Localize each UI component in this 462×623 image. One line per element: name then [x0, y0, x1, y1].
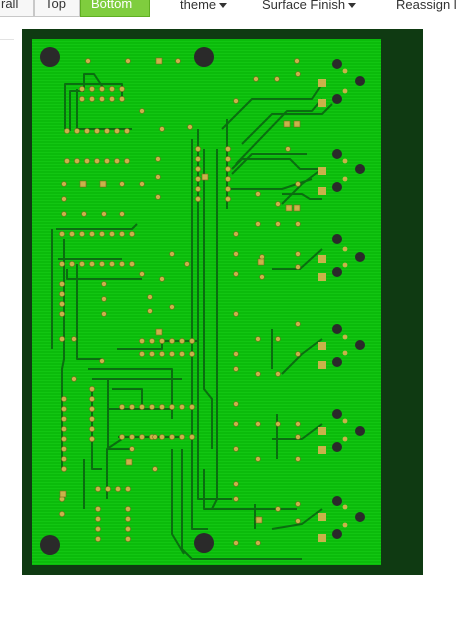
surface-finish-dropdown[interactable]: Surface Finish: [262, 0, 357, 14]
pcb-bottom-render: [22, 29, 423, 575]
mounting-hole: [40, 47, 60, 67]
pad-row: [59, 86, 195, 440]
connector: [318, 496, 365, 542]
mounting-hole: [40, 535, 60, 555]
pad-column: [59, 146, 231, 542]
connector: [318, 149, 365, 195]
divider: [0, 39, 14, 40]
surface-finish-dropdown-label: Surface Finish: [262, 0, 346, 12]
vias: [61, 58, 301, 546]
theme-dropdown-label: theme: [180, 0, 217, 12]
mounting-holes: [40, 47, 214, 555]
overall-view-button[interactable]: rall: [0, 0, 34, 17]
top-view-button[interactable]: Top: [34, 0, 80, 17]
view-toolbar: rall Top Bottom theme Surface Finish Rea…: [0, 0, 462, 18]
pcb-preview[interactable]: [22, 29, 423, 575]
connector: [318, 324, 365, 369]
chevron-down-icon: [219, 3, 228, 9]
mounting-hole: [194, 533, 214, 553]
pads-and-vias: [59, 57, 301, 546]
connector: [318, 234, 365, 281]
mounting-hole: [194, 47, 214, 67]
right-connectors: [318, 59, 365, 542]
square-pads: [59, 57, 301, 524]
bottom-view-button[interactable]: Bottom: [80, 0, 150, 17]
pcb-board: [32, 39, 381, 565]
connector: [318, 409, 365, 454]
connector: [318, 59, 365, 107]
reassign-button[interactable]: Reassign l: [396, 0, 457, 12]
chevron-down-icon: [348, 3, 357, 9]
theme-dropdown[interactable]: theme: [180, 0, 228, 14]
copper-traces: [51, 73, 333, 560]
